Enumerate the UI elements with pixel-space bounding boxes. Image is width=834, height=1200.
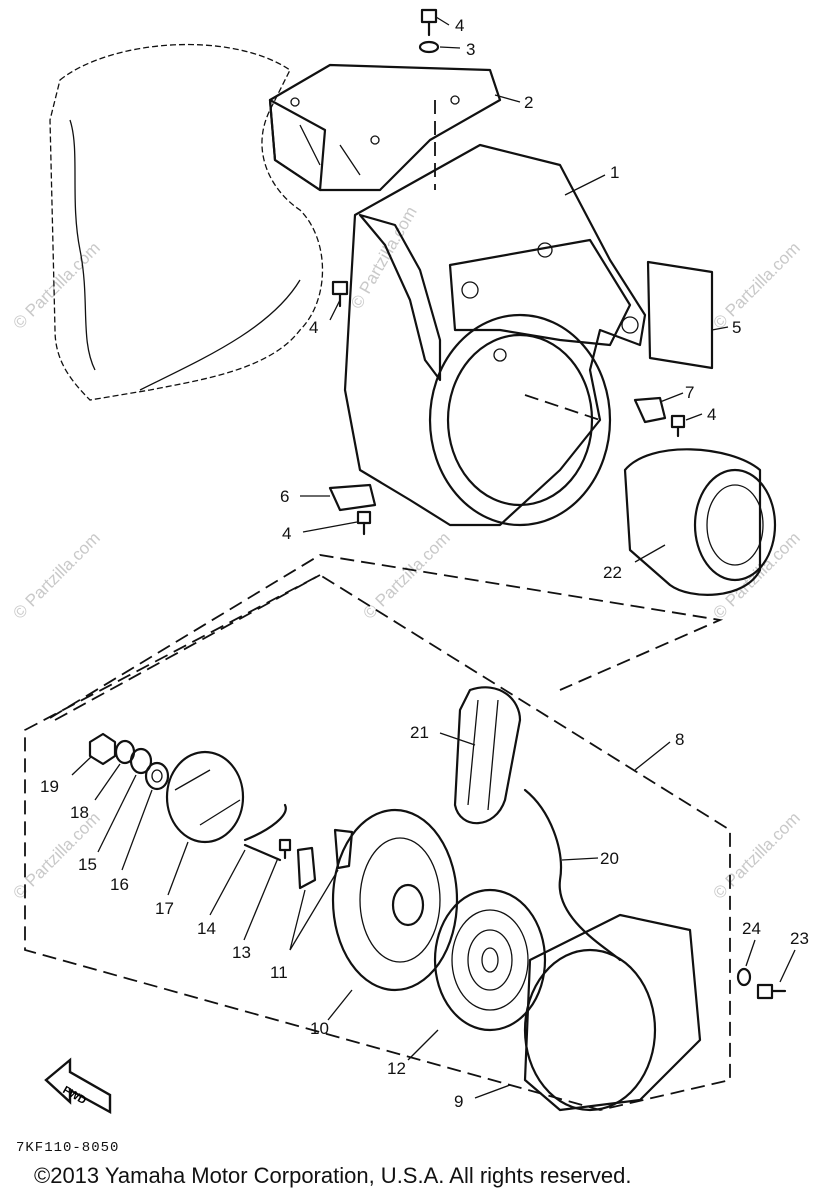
nut — [88, 732, 117, 766]
starter-handle — [453, 686, 522, 825]
callout-18: 18 — [70, 803, 89, 822]
callout-12: 12 — [387, 1059, 406, 1078]
fan-shroud — [343, 143, 647, 527]
watermark-text: © Partzilla.com — [9, 238, 103, 332]
callout-24: 24 — [742, 919, 761, 938]
gasket — [646, 260, 714, 370]
flywheel-screen — [623, 448, 777, 596]
engine-outline — [49, 43, 324, 401]
callout-7: 7 — [685, 383, 694, 402]
top-cover-plate — [268, 63, 502, 192]
watermark-text: © Partzilla.com — [709, 238, 803, 332]
spiral-spring — [433, 888, 547, 1032]
callout-20: 20 — [600, 849, 619, 868]
callout-4: 4 — [707, 405, 716, 424]
callout-4: 4 — [309, 318, 318, 337]
dashed-leader — [524, 394, 601, 421]
fwd-label: FWD — [61, 1084, 89, 1107]
assembly-frame-lower — [24, 573, 731, 1111]
callout-17: 17 — [155, 899, 174, 918]
return-spring — [243, 803, 287, 862]
callout-9: 9 — [454, 1092, 463, 1111]
starter-rope — [523, 788, 622, 962]
callout-2: 2 — [524, 93, 533, 112]
watermark-text: © Partzilla.com — [347, 203, 421, 312]
starter-case — [523, 913, 702, 1112]
dashed-leader — [54, 574, 321, 721]
callout-4: 4 — [455, 16, 464, 35]
bolt — [420, 8, 438, 37]
watermark-text: © Partzilla.com — [359, 528, 453, 622]
leader-lines — [71, 16, 796, 1099]
callout-19: 19 — [40, 777, 59, 796]
bolt — [356, 510, 372, 536]
washer — [736, 967, 752, 987]
watermark-text: © Partzilla.com — [9, 528, 103, 622]
callout-22: 22 — [603, 563, 622, 582]
callout-16: 16 — [110, 875, 129, 894]
pawl-bolt — [278, 838, 292, 860]
watermark-text: © Partzilla.com — [709, 808, 803, 902]
bolt — [670, 414, 686, 438]
callout-13: 13 — [232, 943, 251, 962]
callout-21: 21 — [410, 723, 429, 742]
clamp — [328, 483, 377, 512]
watermark-layer: © Partzilla.com © Partzilla.com © Partzi… — [9, 203, 803, 903]
callout-15: 15 — [78, 855, 97, 874]
forward-arrow-icon: FWD — [44, 1057, 112, 1115]
callout-10: 10 — [310, 1019, 329, 1038]
clamp — [633, 396, 667, 424]
bolt — [756, 983, 787, 1000]
callout-14: 14 — [197, 919, 216, 938]
washer — [129, 747, 153, 775]
diagram-code: 7KF110-8050 — [16, 1140, 120, 1156]
pawl — [296, 828, 354, 890]
callout-3: 3 — [466, 40, 475, 59]
friction-plate — [165, 750, 245, 844]
callout-1: 1 — [610, 163, 619, 182]
callout-4: 4 — [282, 524, 291, 543]
callout-11: 11 — [270, 963, 288, 982]
washer — [144, 761, 170, 791]
callout-5: 5 — [732, 318, 741, 337]
callout-6: 6 — [280, 487, 289, 506]
bolt — [331, 280, 349, 308]
pulley — [331, 808, 459, 992]
copyright-notice: ©2013 Yamaha Motor Corporation, U.S.A. A… — [34, 1163, 632, 1188]
callout-23: 23 — [790, 929, 809, 948]
callout-8: 8 — [675, 730, 684, 749]
washer — [418, 40, 440, 54]
assembly-frame-upper — [49, 554, 724, 719]
